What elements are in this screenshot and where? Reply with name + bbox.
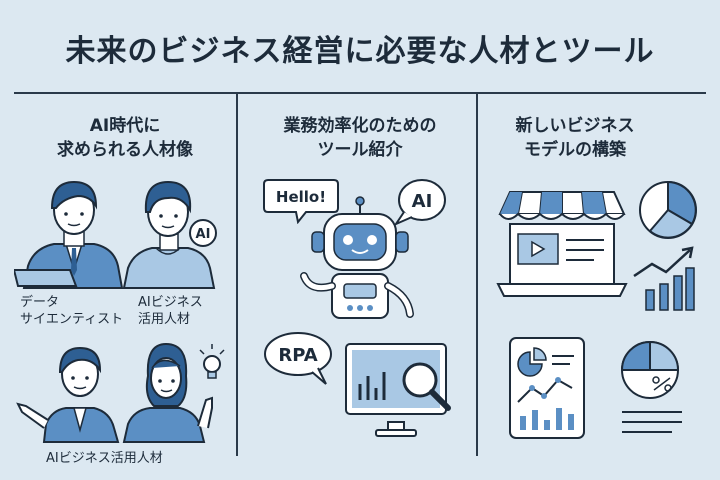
business-woman-illustration: [118, 336, 228, 444]
ai-business-person-illustration: [120, 172, 220, 290]
lightbulb-icon: [198, 344, 226, 384]
robot-icon: [290, 196, 430, 326]
rpa-text: RPA: [278, 345, 317, 366]
rpa-speech-bubble: RPA: [262, 330, 338, 386]
online-store-icon: [496, 190, 628, 302]
ai-badge-bubble: AI: [186, 218, 220, 248]
ai-bubble-text: AI: [412, 191, 433, 212]
data-scientist-label: データ サイエンティスト: [20, 294, 123, 328]
business-man-illustration: [14, 334, 124, 444]
ai-badge-text: AI: [196, 227, 211, 242]
ai-speech-bubble: AI: [392, 176, 448, 228]
pie-chart-icon: [636, 178, 700, 242]
column-heading-line1: 新しいビジネス: [515, 116, 635, 136]
data-scientist-label-line1: データ: [20, 295, 60, 310]
column-heading: 業務効率化のための ツール紹介: [250, 114, 470, 162]
ai-business-label: AIビジネス 活用人材: [138, 294, 203, 328]
ai-business-label-line1: AIビジネス: [138, 295, 203, 310]
report-document-icon: [508, 336, 586, 440]
column-heading-line1: 業務効率化のための: [283, 116, 437, 136]
hello-text: Hello!: [276, 188, 326, 206]
page-title: 未来のビジネス経営に必要な人材とツール: [65, 34, 655, 69]
monitor-analytics-icon: [344, 342, 456, 442]
data-scientist-illustration: [14, 170, 124, 290]
data-scientist-label-line2: サイエンティスト: [20, 312, 124, 327]
column-heading-line2: モデルの構築: [524, 140, 626, 160]
header-divider: [14, 92, 706, 94]
column-heading-line1: AI時代に: [89, 116, 161, 136]
column-heading-line2: ツール紹介: [317, 140, 403, 160]
column-heading: AI時代に 求められる人材像: [20, 114, 230, 162]
column-heading-line2: 求められる人材像: [57, 140, 193, 160]
ai-business-label-line2: 活用人材: [138, 312, 191, 327]
column-divider-1: [236, 94, 238, 456]
column-heading: 新しいビジネス モデルの構築: [490, 114, 660, 162]
growth-bar-chart-icon: [632, 246, 698, 312]
ai-business-team-label: AIビジネス活用人材: [46, 451, 163, 466]
percentage-pie-icon: [612, 338, 688, 442]
column-divider-2: [476, 94, 478, 456]
hello-speech-bubble: Hello!: [262, 176, 340, 224]
